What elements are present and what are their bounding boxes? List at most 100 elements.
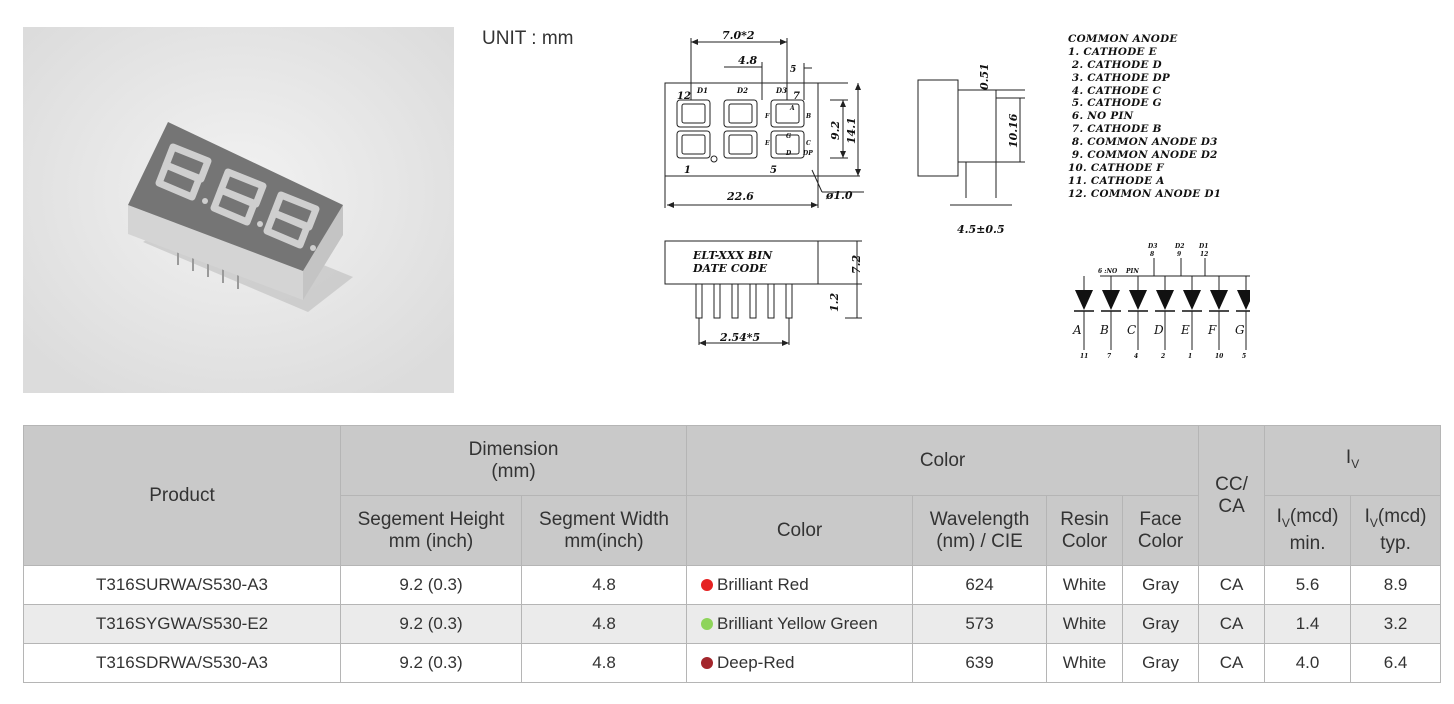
header-dimension: Dimension(mm) [339,425,688,496]
segment-f-label: F [764,113,770,120]
pin-list-item: 8. COMMON ANODE D3 [1068,136,1218,149]
header-color-group: Color [686,425,1200,496]
dim-body-height: 14.1 [845,117,858,144]
circuit-top-label-d2: D2 [1174,243,1184,250]
segment-d-label: D [785,150,792,157]
cell-product: T316SURWA/S530-A3 [23,565,341,605]
dim-side-width: 4.5±0.5 [957,223,1005,236]
cell-wavelength: 639 [912,643,1048,683]
digit-d3-label: D3 [775,86,787,95]
cell-seg-width: 4.8 [520,565,688,605]
cell-product: T316SDRWA/S530-A3 [23,643,341,683]
segment-b-label: B [805,113,811,120]
cell-resin: White [1046,643,1124,683]
header-wavelength: Wavelength (nm) / CIE [912,495,1048,566]
cell-seg-height: 9.2 (0.3) [340,643,522,683]
segment-pin-number: 7 [1107,353,1112,360]
color-name: Deep-Red [717,653,795,672]
circuit-top-label-d1: D1 [1198,243,1208,250]
dim-hole-dia: ø1.0 [825,189,853,202]
pin-1-label: 1 [684,165,691,176]
cell-cc-ca: CA [1198,565,1266,605]
segment-pin-number: 10 [1215,353,1224,360]
header-product: Product [23,425,341,566]
spec-table: Product Dimension(mm) Color CC/ CA IV Se… [23,425,1442,683]
bottom-label-2: DATE CODE [692,262,768,275]
color-dot-icon [701,657,714,669]
pin-list-item: 7. CATHODE B [1068,123,1162,136]
color-dot-icon [701,579,714,591]
dim-bottom-body-height: 7.2 [850,255,863,274]
pin-12-label: 12 [677,91,691,102]
cell-wavelength: 573 [912,604,1048,644]
diode-6: G5 [1235,276,1250,360]
cell-face: Gray [1122,604,1200,644]
header-cc-ca: CC/ CA [1198,425,1266,566]
circuit-no-pin-b: PIN [1125,268,1139,275]
header-iv: IV [1264,425,1442,496]
pin-list-item: 3. CATHODE DP [1068,71,1171,84]
circuit-top-label-d3: D3 [1147,243,1157,250]
cell-face: Gray [1122,643,1200,683]
header-face: Face Color [1122,495,1200,566]
pin-list-item: COMMON ANODE [1068,33,1178,45]
header-resin: Resin Color [1046,495,1124,566]
pin-list-item: 6. NO PIN [1068,110,1134,123]
segment-a-label: A [789,105,795,112]
cell-iv-min: 5.6 [1264,565,1352,605]
pin-7-label: 7 [793,91,800,102]
header-seg-width: Segment Width mm(inch) [520,495,688,566]
cell-seg-height: 9.2 (0.3) [340,604,522,644]
color-name: Brilliant Red [717,575,809,594]
dim-pin-pitch: 2.54*5 [719,331,760,344]
circuit-no-pin-a: 6 :NO [1098,268,1118,275]
front-view-body [664,82,819,177]
dim-body-width: 22.6 [726,190,754,203]
digit-d2-label: D2 [736,86,748,95]
diode-2: C4 [1127,276,1148,360]
segment-pin-number: 2 [1160,353,1165,360]
pin-list-item: 10. CATHODE F [1068,161,1164,174]
cell-cc-ca: CA [1198,604,1266,644]
cell-cc-ca: CA [1198,643,1266,683]
circuit-top-pin-12: 12 [1200,251,1208,258]
pin-list-item: 1. CATHODE E [1068,45,1157,58]
pin-list-item: 9. COMMON ANODE D2 [1068,149,1218,162]
dim-bottom-pin-length: 1.2 [828,293,841,312]
cell-iv-min: 4.0 [1264,643,1352,683]
segment-label: A [1072,323,1082,337]
segment-label: E [1180,323,1190,337]
cell-seg-width: 4.8 [520,643,688,683]
segment-label: B [1099,323,1109,337]
segment-label: C [1127,323,1136,337]
cell-wavelength: 624 [912,565,1048,605]
segment-c-label: C [806,140,811,147]
cell-seg-width: 4.8 [520,604,688,644]
digit-d1-label: D1 [696,86,708,95]
cell-iv-typ: 8.9 [1350,565,1442,605]
dim-digit-pitch: 7.0*2 [722,29,755,42]
segment-label: F [1207,323,1217,337]
cell-color: Deep-Red [686,643,914,683]
segment-dp-label: DP [802,150,813,157]
segment-label: D [1153,323,1164,337]
segment-pin-number: 1 [1188,353,1192,360]
cell-seg-height: 9.2 (0.3) [340,565,522,605]
diode-0: A11 [1072,276,1094,360]
unit-label: UNIT : mm [482,28,574,49]
circuit-top-pin-8: 8 [1150,251,1155,258]
pin-list-item: 12. COMMON ANODE D1 [1068,187,1222,200]
pin-list-item: 2. CATHODE D [1068,58,1162,71]
color-name: Brilliant Yellow Green [717,614,878,633]
cell-resin: White [1046,565,1124,605]
segment-e-label: E [764,140,770,147]
dim-side-height: 10.16 [1007,113,1020,148]
segment-pin-number: 4 [1134,353,1138,360]
dim-side-thickness: 0.51 [978,63,991,90]
technical-drawing: 7.0*2 4.8 5 22.6 ø1.0 12 7 1 5 D1 D2 D3 … [664,29,1250,360]
cell-color: Brilliant Red [686,565,914,605]
